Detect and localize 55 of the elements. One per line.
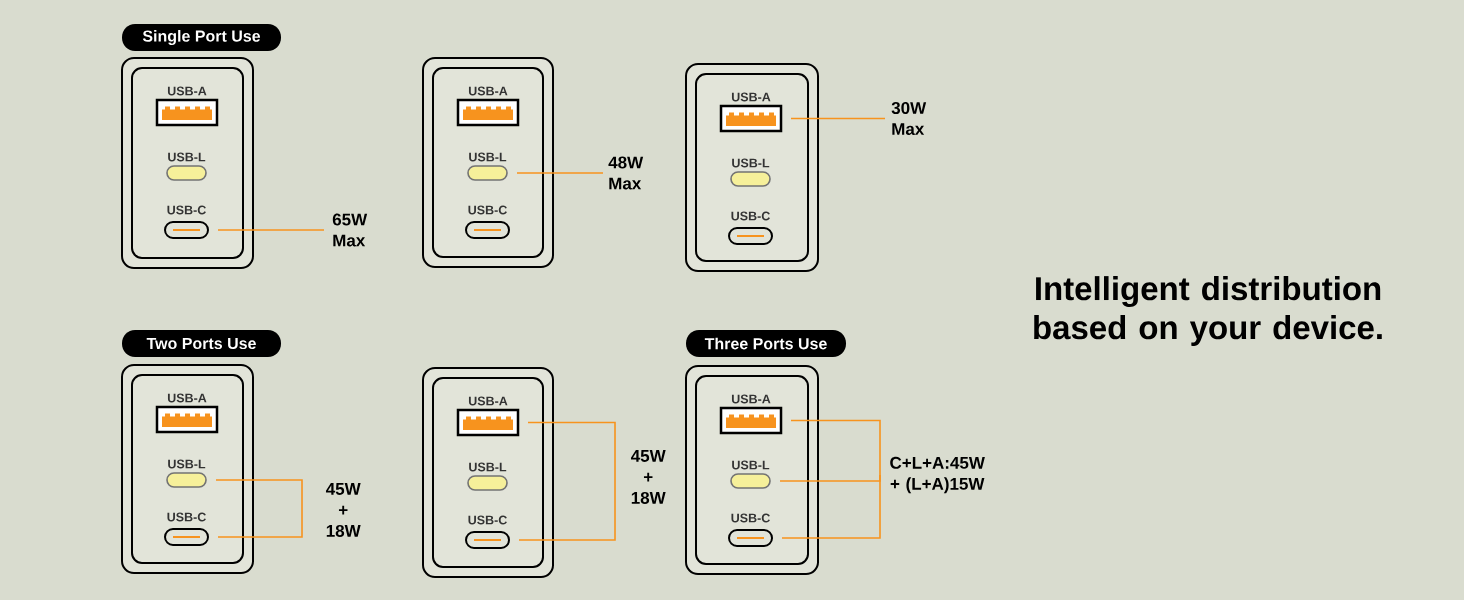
node-label: USB-C bbox=[468, 205, 507, 215]
wattage-text: 65W Max bbox=[332, 213, 368, 247]
usb-l-port: USB-L bbox=[166, 152, 207, 181]
usb-c-port: USB-C bbox=[164, 205, 209, 239]
node-label: USB-A bbox=[468, 396, 508, 406]
node-label: USB-C bbox=[731, 513, 770, 523]
heading: Intelligent distribution based on your device. bbox=[1034, 276, 1382, 346]
node-label: USB-A bbox=[731, 92, 771, 102]
node-label: USB-A bbox=[167, 86, 207, 96]
node-label: USB-L bbox=[469, 152, 507, 162]
node-label: USB-C bbox=[731, 211, 770, 221]
leader-line bbox=[217, 229, 325, 231]
usb-c-port: USB-C bbox=[465, 205, 510, 239]
usb-l-port: USB-L bbox=[730, 158, 771, 187]
leader-line bbox=[217, 509, 303, 538]
wattage-text: 45W + 18W bbox=[326, 483, 361, 537]
wattage-text: 45W + 18W bbox=[631, 450, 666, 504]
usb-a-port: USB-A bbox=[155, 393, 219, 434]
usb-l-port: USB-L bbox=[467, 152, 508, 181]
leader-line bbox=[516, 172, 604, 174]
usb-l-port: USB-L bbox=[467, 462, 508, 491]
usb-a-port: USB-A bbox=[719, 92, 783, 133]
node-label: USB-A bbox=[167, 393, 207, 403]
leader-line bbox=[781, 474, 881, 539]
node-label: USB-C bbox=[167, 205, 206, 215]
leader-line bbox=[790, 117, 886, 120]
usb-a-port: USB-A bbox=[456, 396, 520, 437]
node-label: USB-L bbox=[732, 158, 770, 168]
leader-line bbox=[527, 421, 616, 478]
usb-a-port: USB-A bbox=[155, 86, 219, 127]
heading-pill: Single Port Use bbox=[122, 24, 281, 51]
node-label: USB-L bbox=[168, 152, 206, 162]
node-label: USB-A bbox=[468, 86, 508, 96]
usb-c-port: USB-C bbox=[465, 515, 510, 549]
wattage-text: 30W Max bbox=[891, 102, 927, 136]
node-label: USB-C bbox=[167, 512, 206, 522]
usb-a-port: USB-A bbox=[456, 86, 520, 127]
usb-c-port: USB-C bbox=[728, 211, 773, 245]
node-label: USB-L bbox=[732, 460, 770, 470]
usb-a-port: USB-A bbox=[719, 394, 783, 435]
wattage-text: 48W Max bbox=[608, 156, 644, 190]
usb-l-port: USB-L bbox=[166, 459, 207, 488]
heading-pill: Two Ports Use bbox=[122, 330, 281, 357]
usb-c-port: USB-C bbox=[728, 513, 773, 547]
node-label: USB-L bbox=[168, 459, 206, 469]
leader-line bbox=[790, 419, 881, 476]
node-label: USB-A bbox=[731, 394, 771, 404]
leader-line bbox=[518, 476, 616, 541]
wattage-text: C+L+A:45W + (L+A)15W bbox=[890, 456, 985, 494]
heading-pill: Three Ports Use bbox=[686, 330, 846, 357]
usb-c-port: USB-C bbox=[164, 512, 209, 546]
node-label: USB-C bbox=[468, 515, 507, 525]
node-label: USB-L bbox=[469, 462, 507, 472]
leader-line bbox=[215, 479, 303, 511]
usb-l-port: USB-L bbox=[730, 460, 771, 489]
